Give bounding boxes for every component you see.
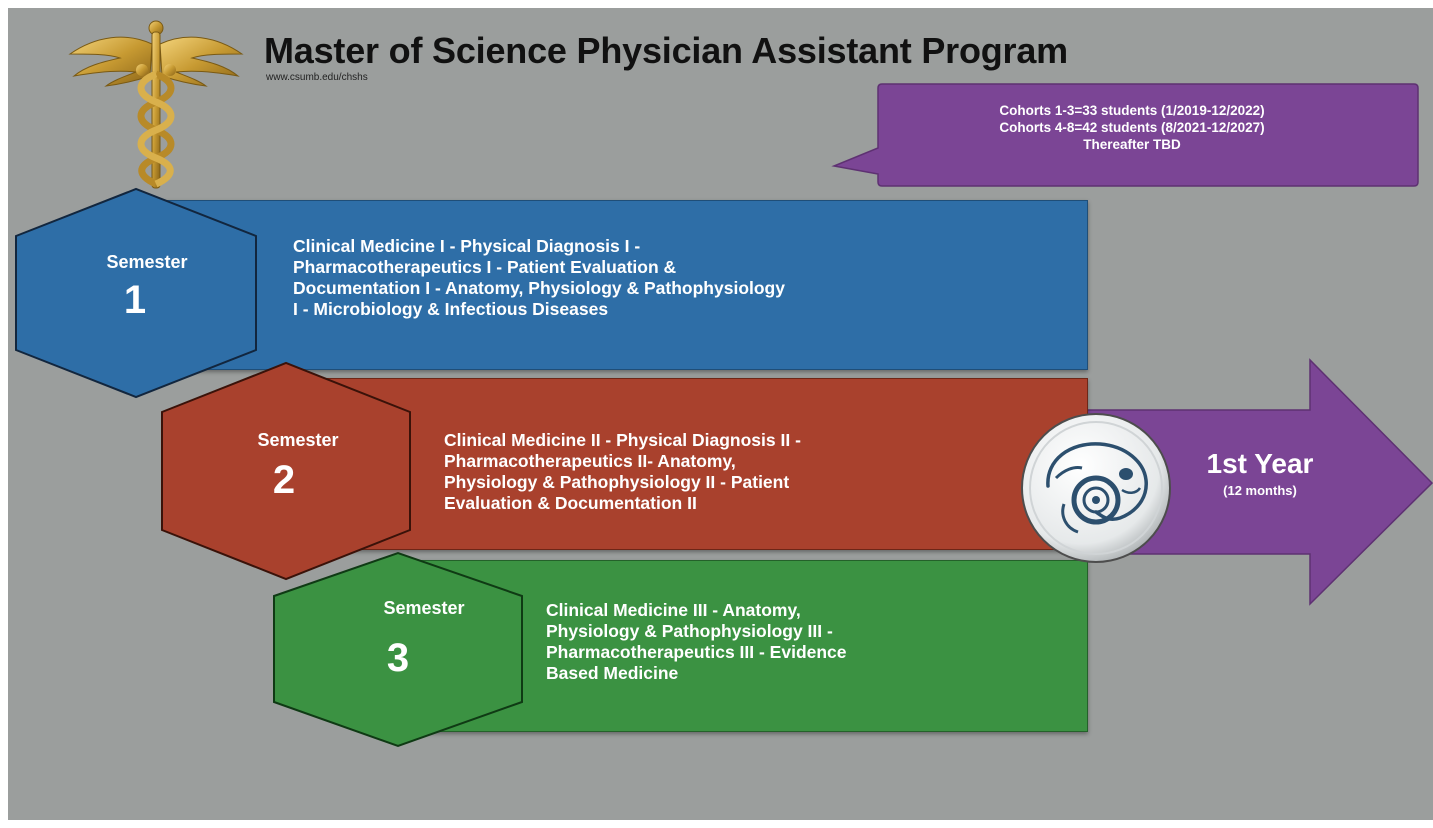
semester-1-hexagon (15, 187, 257, 399)
course-line: Physiology & Pathophysiology III - (546, 621, 833, 641)
year-subtitle: (12 months) (1223, 483, 1297, 498)
year-title: 1st Year (1206, 448, 1314, 479)
page-title: Master of Science Physician Assistant Pr… (264, 30, 1068, 71)
semester-3-hexagon (273, 551, 523, 748)
cohort-line: Thereafter TBD (1083, 137, 1181, 152)
course-line: Documentation I - Anatomy, Physiology & … (293, 278, 785, 298)
otter-mascot-icon (1021, 413, 1171, 563)
course-line: Physiology & Pathophysiology II - Patien… (444, 472, 790, 492)
semester-3-number: 3 (386, 636, 410, 680)
website-url: www.csumb.edu/chshs (266, 72, 368, 83)
semester-2-hexagon (161, 361, 411, 581)
semester-2-number: 2 (272, 458, 296, 502)
course-line: Pharmacotherapeutics I - Patient Evaluat… (293, 257, 677, 277)
infographic-canvas: Master of Science Physician Assistant Pr… (8, 8, 1433, 820)
cohort-line: Cohorts 4-8=42 students (8/2021-12/2027) (999, 120, 1265, 135)
cohorts-bubble (831, 83, 1419, 187)
semester-3-label: Semester (383, 598, 465, 618)
course-line: Pharmacotherapeutics II- Anatomy, (444, 451, 736, 471)
course-line: Evaluation & Documentation II (444, 493, 697, 513)
semester-1-label: Semester (106, 252, 188, 272)
caduceus-icon (68, 20, 244, 189)
course-line: Clinical Medicine I - Physical Diagnosis… (293, 236, 641, 256)
course-line: Clinical Medicine III - Anatomy, (546, 600, 801, 620)
course-line: Pharmacotherapeutics III - Evidence (546, 642, 847, 662)
semester-1-courses: Clinical Medicine I - Physical Diagnosis… (293, 236, 785, 320)
semester-3-courses: Clinical Medicine III - Anatomy, Physiol… (546, 600, 847, 684)
course-line: I - Microbiology & Infectious Diseases (293, 299, 609, 319)
course-line: Clinical Medicine II - Physical Diagnosi… (444, 430, 801, 450)
course-line: Based Medicine (546, 663, 679, 683)
semester-2-courses: Clinical Medicine II - Physical Diagnosi… (444, 430, 801, 514)
semester-2-label: Semester (257, 430, 339, 450)
semester-1-number: 1 (123, 278, 147, 322)
cohort-line: Cohorts 1-3=33 students (1/2019-12/2022) (999, 103, 1265, 118)
cohorts-text: Cohorts 1-3=33 students (1/2019-12/2022)… (882, 102, 1382, 153)
